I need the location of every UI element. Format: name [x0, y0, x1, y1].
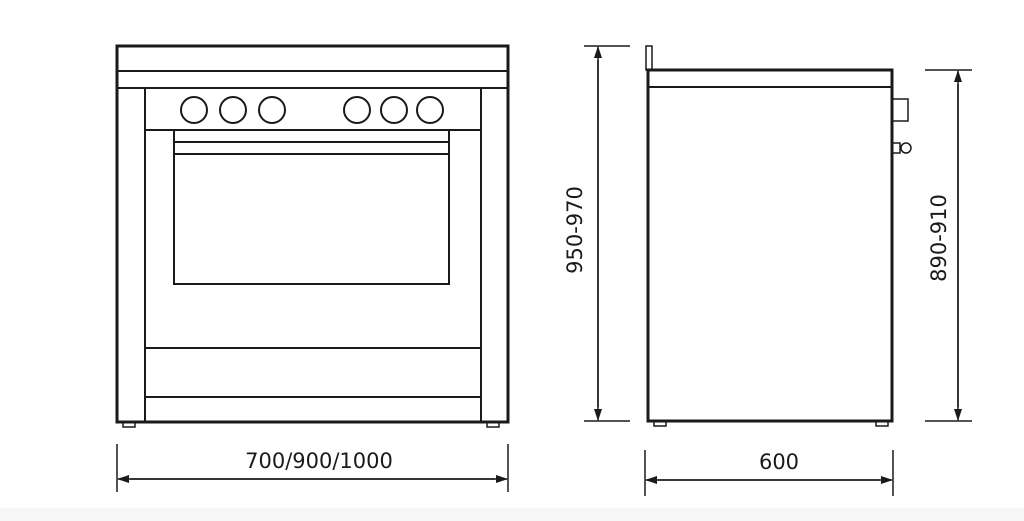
total-height-label: 950-970 [563, 186, 587, 274]
oven-door [173, 129, 450, 285]
knob-icon [416, 96, 444, 124]
control-knobs [180, 96, 444, 124]
depth-dimension: 600 [644, 450, 894, 496]
foot [122, 421, 136, 428]
foot [875, 420, 889, 427]
depth-label: 600 [759, 450, 799, 474]
knob-icon [343, 96, 371, 124]
bottom-strip [0, 508, 1024, 521]
backguard [645, 45, 653, 71]
front-view [115, 44, 510, 428]
knob-icon [180, 96, 208, 124]
foot [653, 420, 667, 427]
foot [486, 421, 500, 428]
knob-side [891, 98, 909, 122]
knob-icon [380, 96, 408, 124]
knob-icon [258, 96, 286, 124]
width-dimension: 700/900/1000 [116, 444, 509, 492]
worktop-height-label: 890-910 [927, 194, 951, 282]
total-height-dimension: 950-970 [563, 45, 630, 422]
front-outline [115, 44, 510, 424]
knob-icon [219, 96, 247, 124]
handle-side [891, 142, 901, 154]
handle-knob [900, 142, 912, 154]
worktop-height-dimension: 890-910 [925, 69, 972, 422]
side-outline [646, 68, 894, 423]
width-label: 700/900/1000 [245, 449, 393, 473]
side-view [645, 45, 912, 427]
